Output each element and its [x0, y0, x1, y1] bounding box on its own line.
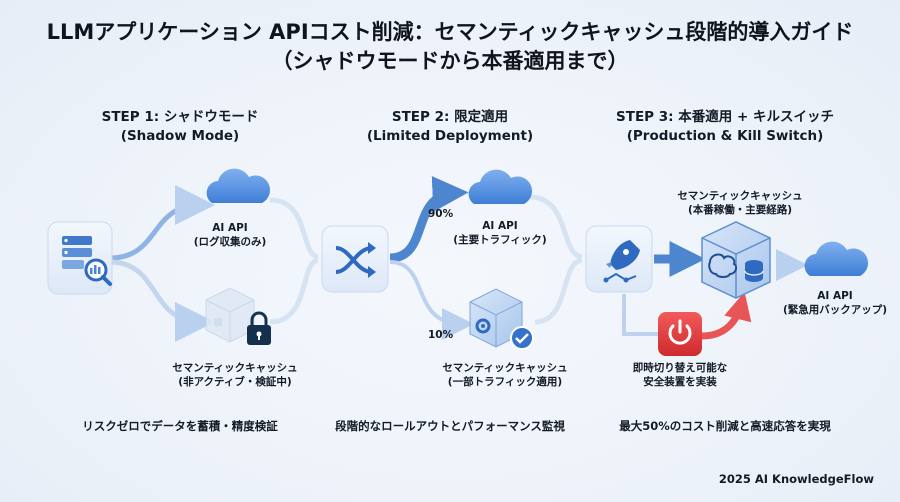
- step3-cache-label: セマンティックキャッシュ: [677, 190, 803, 202]
- shuffle-icon: [321, 225, 389, 293]
- cloud-icon: [468, 169, 533, 204]
- step2-api-pct: 90%: [428, 208, 454, 220]
- brain-cache-cube-icon: [701, 221, 771, 299]
- step3-switch-label: 即時切り替え可能な: [632, 362, 728, 374]
- step1-merge-bottom: [269, 257, 319, 325]
- step2-merge-top: [529, 194, 583, 260]
- cloud-icon: [804, 241, 869, 276]
- step2-summary: 段階的なロールアウトとパフォーマンス監視: [335, 419, 565, 433]
- step1-arrow-to-cache: [109, 259, 215, 342]
- step3-arrow-kill: [701, 291, 752, 340]
- step2-arrow-90: [389, 176, 469, 263]
- step1-subheading: (Shadow Mode): [120, 128, 240, 144]
- check-circle-icon: [510, 326, 534, 350]
- step2-heading: STEP 2: 限定適用: [391, 109, 509, 125]
- step2-api-label: AI API: [482, 220, 518, 232]
- power-icon: [658, 312, 702, 356]
- step2-merge-bottom: [534, 257, 583, 325]
- step3-kill-path: [622, 294, 658, 336]
- step3-api-label: AI API: [817, 290, 853, 302]
- server-search-icon: [47, 221, 113, 295]
- footer-credit: 2025 AI KnowledgeFlow: [718, 472, 874, 486]
- step3-api-sub: (緊急用バックアップ): [782, 304, 888, 316]
- step1-cache-label: セマンティックキャッシュ: [172, 362, 298, 374]
- step1-merge-top: [269, 197, 319, 260]
- step1-heading: STEP 1: シャドウモード: [101, 109, 259, 125]
- step2-cache-sub: (一部トラフィック適用): [447, 376, 563, 388]
- step1-summary: リスクゼロでデータを蓄積・精度検証: [82, 419, 278, 433]
- step1-api-sub: (ログ収集のみ): [193, 236, 267, 248]
- rocket-icon: [585, 225, 653, 293]
- step3-subheading: (Production & Kill Switch): [626, 128, 824, 144]
- step3-heading: STEP 3: 本番適用 + キルスイッチ: [616, 109, 834, 125]
- step3-cache-sub: (本番稼働・主要経路): [687, 204, 793, 216]
- cache-box-locked-icon: [205, 287, 255, 343]
- lock-icon: [247, 311, 271, 345]
- step2-arrow-10: [389, 260, 474, 340]
- step3-summary: 最大50%のコスト削減と高速応答を実現: [619, 419, 831, 433]
- step1-api-label: AI API: [212, 222, 248, 234]
- step2-cache-label: セマンティックキャッシュ: [442, 362, 568, 374]
- page-title: LLMアプリケーション APIコスト削減：セマンティックキャッシュ段階的導入ガイ…: [46, 20, 854, 44]
- page-subtitle: （シャドウモードから本番適用まで）: [271, 49, 629, 73]
- cloud-icon: [206, 168, 271, 203]
- step2-cache-pct: 10%: [428, 329, 454, 341]
- step1-cache-sub: (非アクティブ・検証中): [178, 376, 292, 388]
- step2-subheading: (Limited Deployment): [366, 128, 534, 144]
- cache-box-gear-icon: [469, 288, 523, 348]
- step2-api-sub: (主要トラフィック): [453, 234, 547, 246]
- step1-arrow-to-api: [109, 185, 215, 261]
- step3-switch-sub: 安全装置を実装: [643, 376, 717, 388]
